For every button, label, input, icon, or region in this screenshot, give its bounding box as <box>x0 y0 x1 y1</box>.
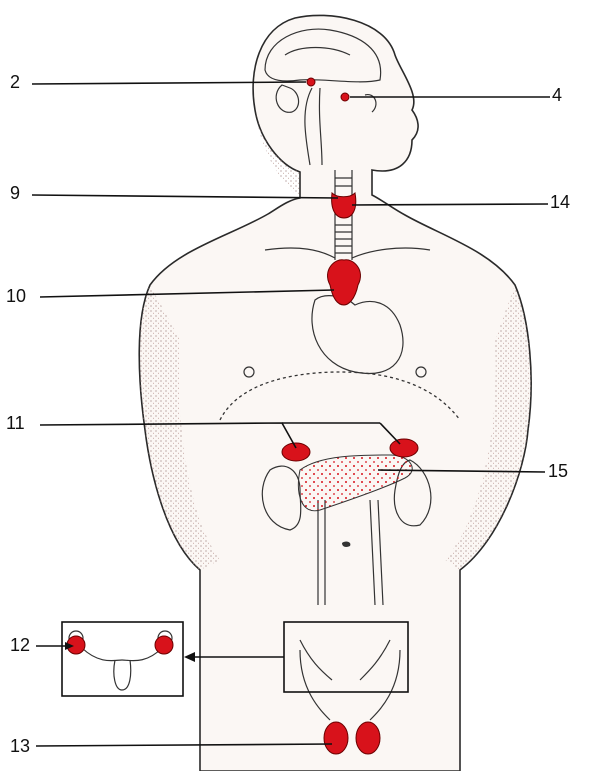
right-ovary <box>155 636 173 654</box>
label-9: 9 <box>10 184 20 202</box>
leader-9 <box>32 195 338 198</box>
left-adrenal-gland <box>282 443 310 461</box>
pineal-gland <box>341 93 349 101</box>
label-15: 15 <box>548 462 568 480</box>
inset-arrow-head <box>184 652 195 662</box>
label-4: 4 <box>552 86 562 104</box>
leader-14 <box>352 204 548 205</box>
pituitary-gland <box>307 78 315 86</box>
right-testis <box>356 722 380 754</box>
female-reproductive-inset <box>62 622 183 696</box>
label-13: 13 <box>10 737 30 755</box>
right-adrenal-gland <box>390 439 418 457</box>
label-2: 2 <box>10 73 20 91</box>
label-12: 12 <box>10 636 30 654</box>
label-11: 11 <box>6 414 25 432</box>
label-14: 14 <box>550 193 570 211</box>
label-10: 10 <box>6 287 26 305</box>
left-testis <box>324 722 348 754</box>
